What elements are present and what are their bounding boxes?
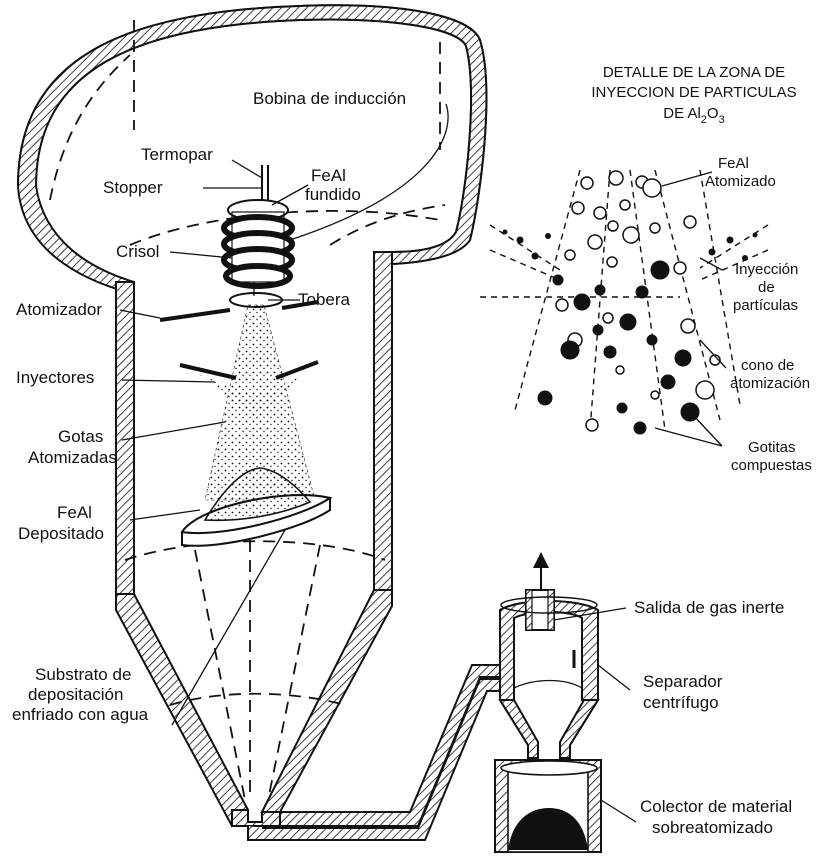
label-termopar: Termopar (141, 145, 213, 164)
detail-gotitas-1: Gotitas (748, 439, 796, 456)
centrifugal-separator (500, 560, 598, 760)
label-separador-1: Separador (643, 672, 723, 691)
detail-title-2: INYECCION DE PARTICULAS (591, 84, 796, 101)
label-colector-2: sobreatomizado (652, 818, 773, 837)
label-crisol: Crisol (116, 242, 159, 261)
label-depositado-2: Depositado (18, 524, 104, 543)
detail-title-3: DE Al2O3 (663, 105, 724, 126)
label-stopper: Stopper (103, 178, 163, 197)
label-gotas-1: Gotas (58, 427, 103, 446)
label-atomizador: Atomizador (16, 300, 102, 319)
detail-cono-2: atomización (730, 375, 810, 392)
overspray-collector (495, 760, 601, 852)
crucible-assembly (224, 165, 292, 307)
detail-inyeccion-3: partículas (733, 297, 798, 314)
label-inyectores: Inyectores (16, 368, 94, 387)
vessel-wall-right (374, 252, 392, 590)
label-substrato-1: Substrato de (35, 665, 131, 684)
label-salida-gas: Salida de gas inerte (634, 598, 784, 617)
label-fundido-2: fundido (305, 185, 361, 204)
detail-title-1: DETALLE DE LA ZONA DE (603, 64, 785, 81)
composite-droplets (503, 230, 757, 434)
detail-inyeccion-1: Inyección (735, 261, 798, 278)
detail-atomizado-2: Atomizado (705, 173, 776, 190)
detail-inset (480, 170, 768, 446)
label-substrato-2: depositación (28, 685, 123, 704)
label-separador-2: centrífugo (643, 693, 719, 712)
label-substrato-3: enfriado con agua (12, 705, 149, 724)
pipe (248, 665, 500, 840)
detail-atomizado-1: FeAl (718, 155, 749, 172)
vessel-outlet (232, 810, 280, 826)
label-colector-1: Colector de material (640, 797, 792, 816)
detail-cono-1: cono de (741, 357, 794, 374)
vessel-cone-right (262, 590, 392, 812)
label-depositado-1: FeAl (57, 503, 92, 522)
label-gotas-2: Atomizadas (28, 448, 117, 467)
label-bobina: Bobina de inducción (253, 89, 406, 108)
detail-gotitas-2: compuestas (731, 457, 812, 474)
label-fundido-1: FeAl (311, 166, 346, 185)
detail-inyeccion-2: de (758, 279, 775, 296)
label-tobera: Tobera (298, 290, 351, 309)
